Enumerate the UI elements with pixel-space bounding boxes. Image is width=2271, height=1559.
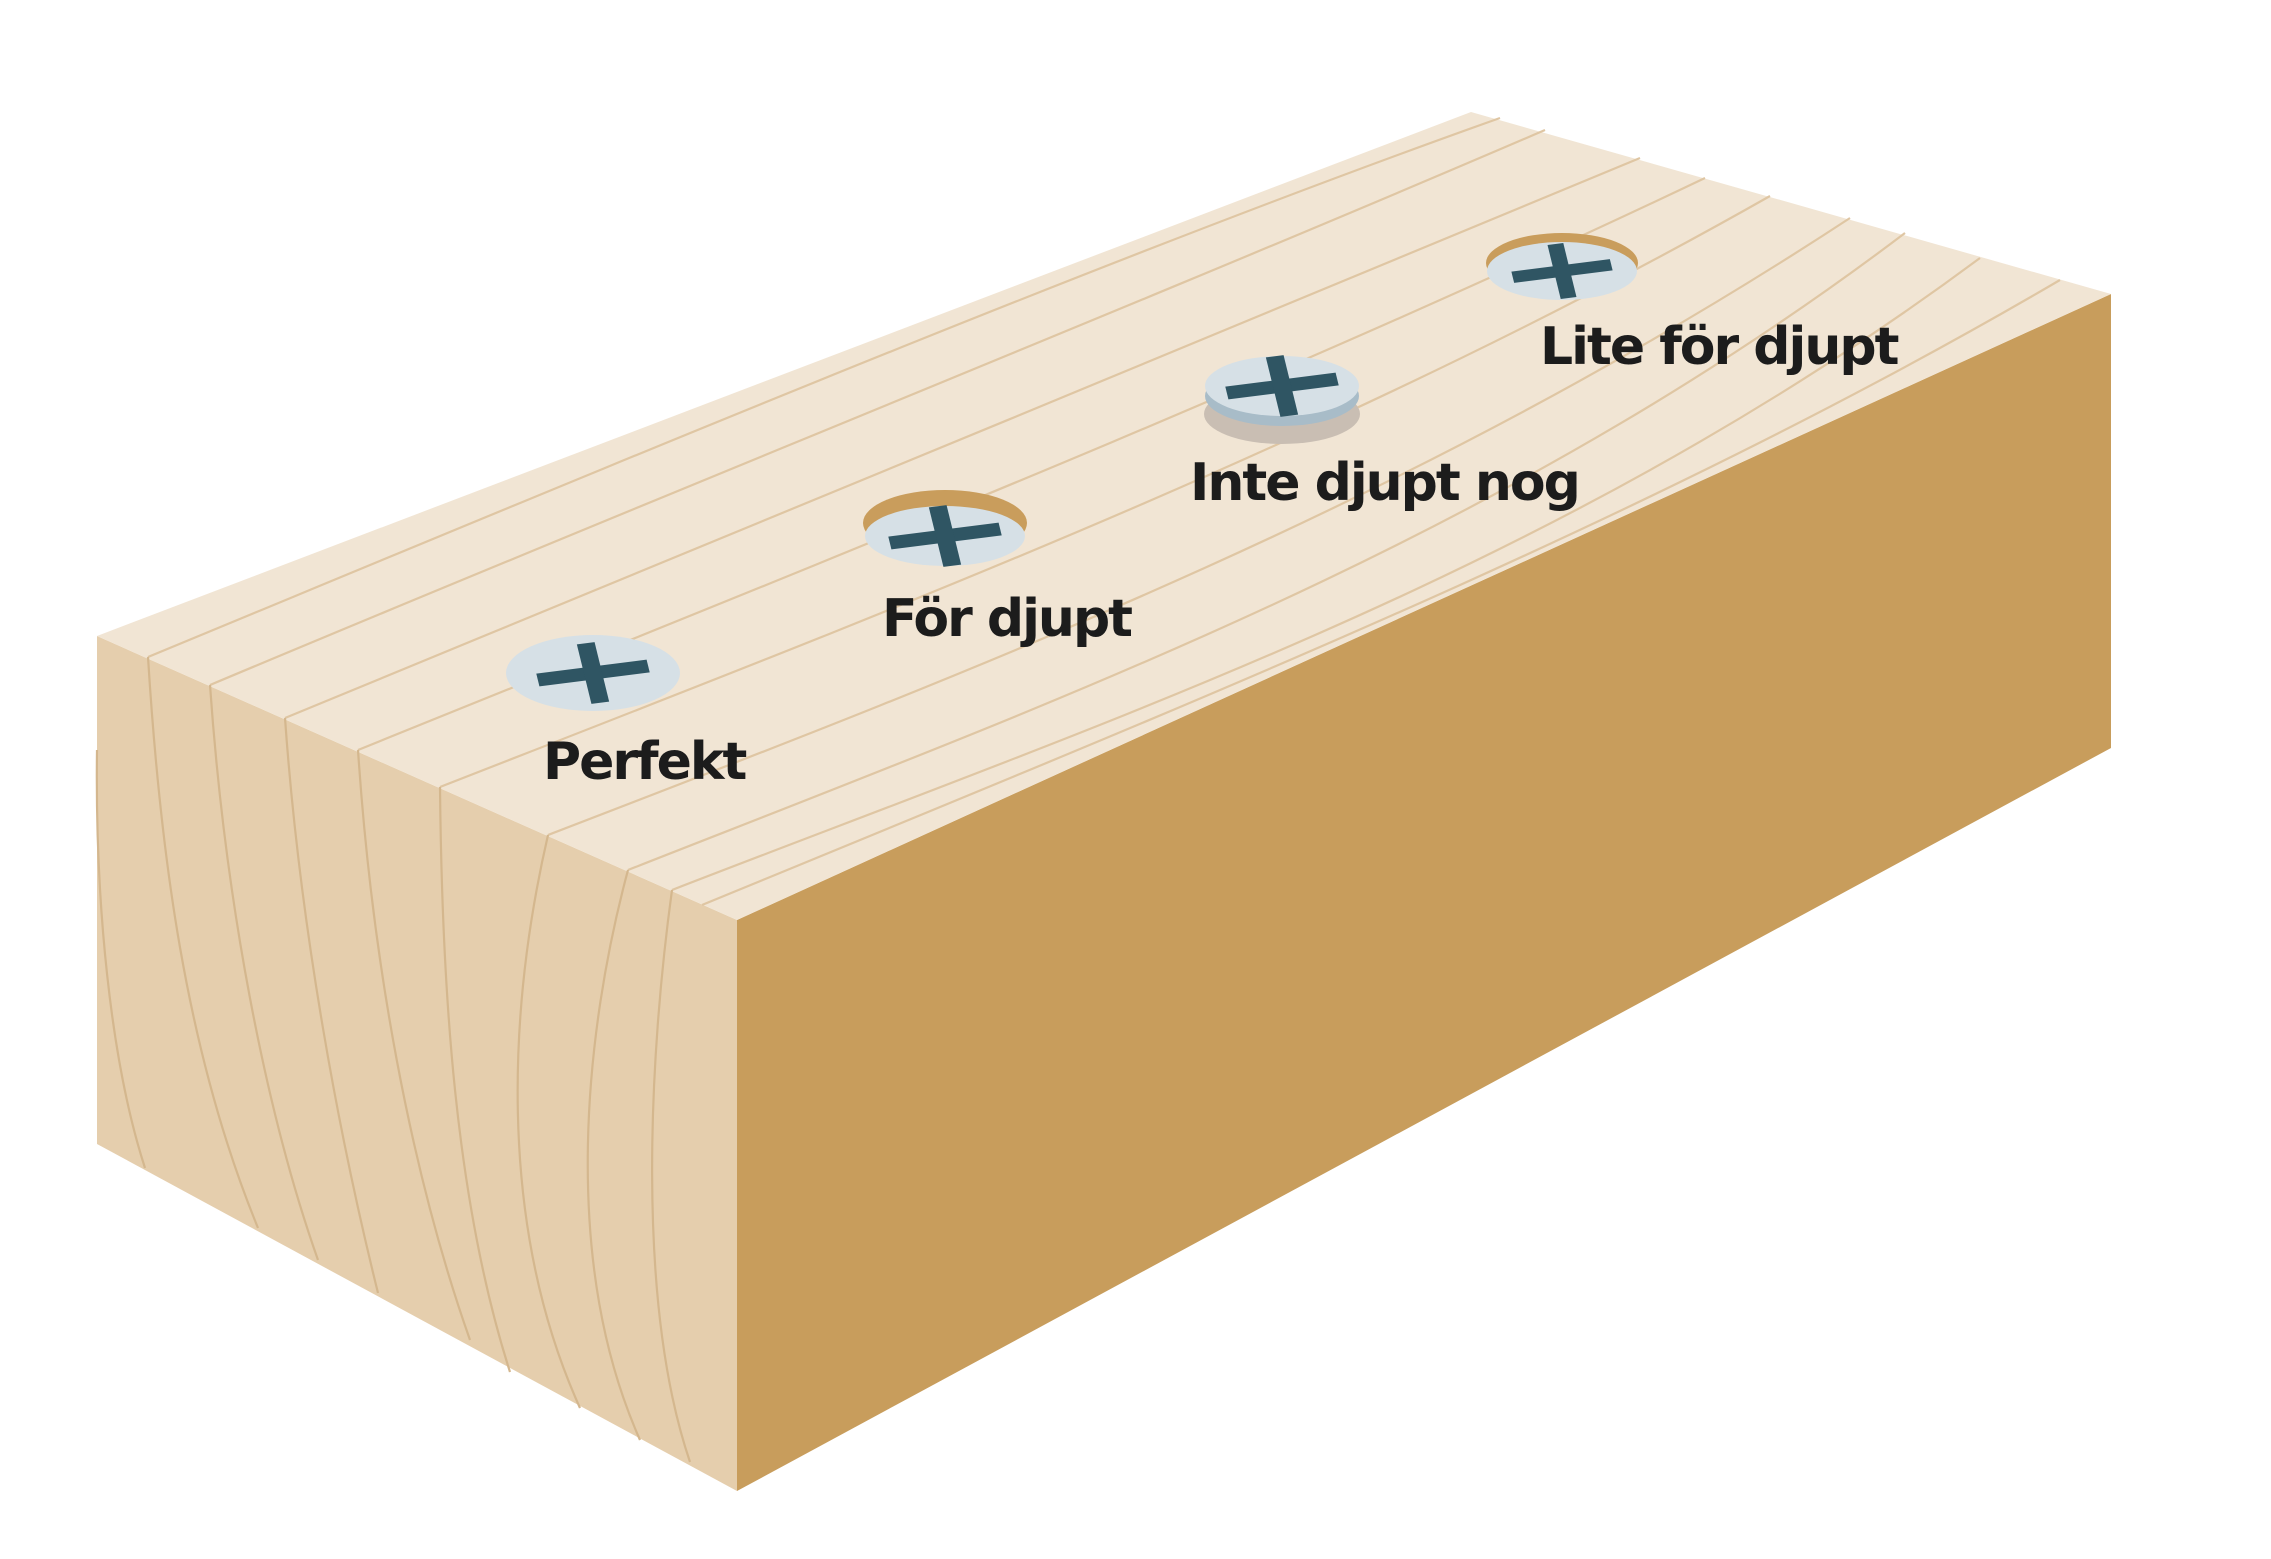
- phillips-cross-icon: [1511, 243, 1613, 299]
- phillips-cross-icon: [536, 642, 650, 704]
- block-top-face: [97, 112, 2111, 920]
- block-end-face: [97, 636, 737, 1491]
- screw-inte-djupt-nog: Inte djupt nog: [1190, 355, 1581, 513]
- screw-label: För djupt: [882, 589, 1132, 649]
- top-face-grain: [147, 116, 2061, 907]
- screw-perfekt: Perfekt: [506, 635, 748, 792]
- phillips-cross-icon: [888, 505, 1002, 567]
- phillips-cross-icon: [1225, 355, 1339, 417]
- wood-block: [97, 112, 2111, 1491]
- screw-label: Perfekt: [543, 732, 746, 792]
- end-face-grain: [95, 656, 692, 1463]
- block-side-face: [737, 294, 2111, 1491]
- screw-lite-for-djupt: Lite för djupt: [1486, 233, 1901, 377]
- screw-label: Lite för djupt: [1540, 317, 1899, 377]
- screw-for-djupt: För djupt: [863, 490, 1134, 649]
- screw-label: Inte djupt nog: [1190, 453, 1579, 513]
